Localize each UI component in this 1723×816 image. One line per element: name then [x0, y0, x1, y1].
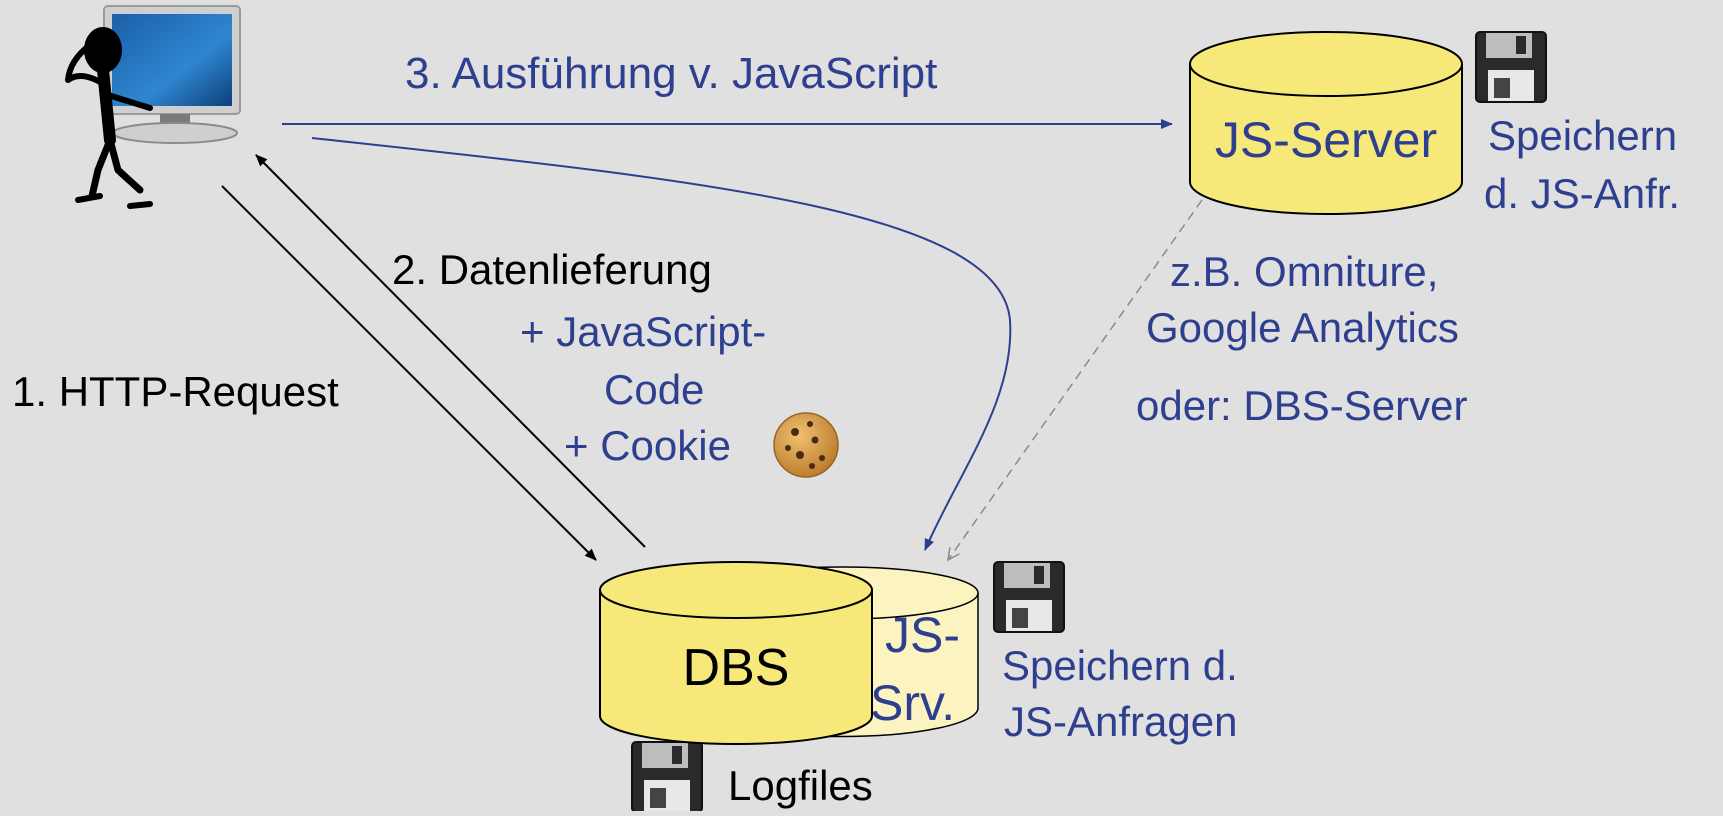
examples-label-line3: oder: DBS-Server [1136, 382, 1467, 429]
arrow-js-to-js-srv [311, 137, 1012, 551]
user-at-computer-icon [65, 5, 241, 209]
step1-label: 1. HTTP-Request [12, 368, 339, 415]
store-req-label-line1: Speichern d. [1002, 642, 1238, 689]
floppy-disk-icon [1475, 31, 1547, 103]
arrow-data-delivery [255, 154, 646, 548]
cookie-icon [773, 412, 839, 478]
step2-label: 2. Datenlieferung [392, 246, 712, 293]
arrow-dashed-js-server [948, 199, 1203, 560]
examples-label-line1: z.B. Omniture, [1170, 248, 1438, 295]
examples-label-line2: Google Analytics [1146, 304, 1459, 351]
dbs-label: DBS [683, 639, 790, 697]
js-server-label: JS-Server [1215, 112, 1437, 168]
logfiles-label: Logfiles [728, 762, 873, 809]
store-js-label-line2: d. JS-Anfr. [1484, 170, 1680, 217]
store-js-label-line1: Speichern [1488, 112, 1677, 159]
floppy-disk-icon [993, 561, 1065, 633]
floppy-disk-icon [631, 741, 703, 813]
js-server-cylinder: JS-Server [1189, 31, 1463, 215]
cookie-label: + Cookie [564, 422, 731, 469]
store-req-label-line2: JS-Anfragen [1004, 698, 1237, 745]
js-code-label-line2: Code [604, 366, 704, 413]
arrow-http-request [221, 185, 597, 561]
js-srv-label-line2: Srv. [870, 675, 955, 731]
step3-label: 3. Ausführung v. JavaScript [405, 49, 937, 98]
dbs-cylinder: DBS [599, 561, 873, 745]
js-srv-label-line1: JS- [885, 607, 960, 663]
js-code-label-line1: + JavaScript- [520, 308, 766, 355]
